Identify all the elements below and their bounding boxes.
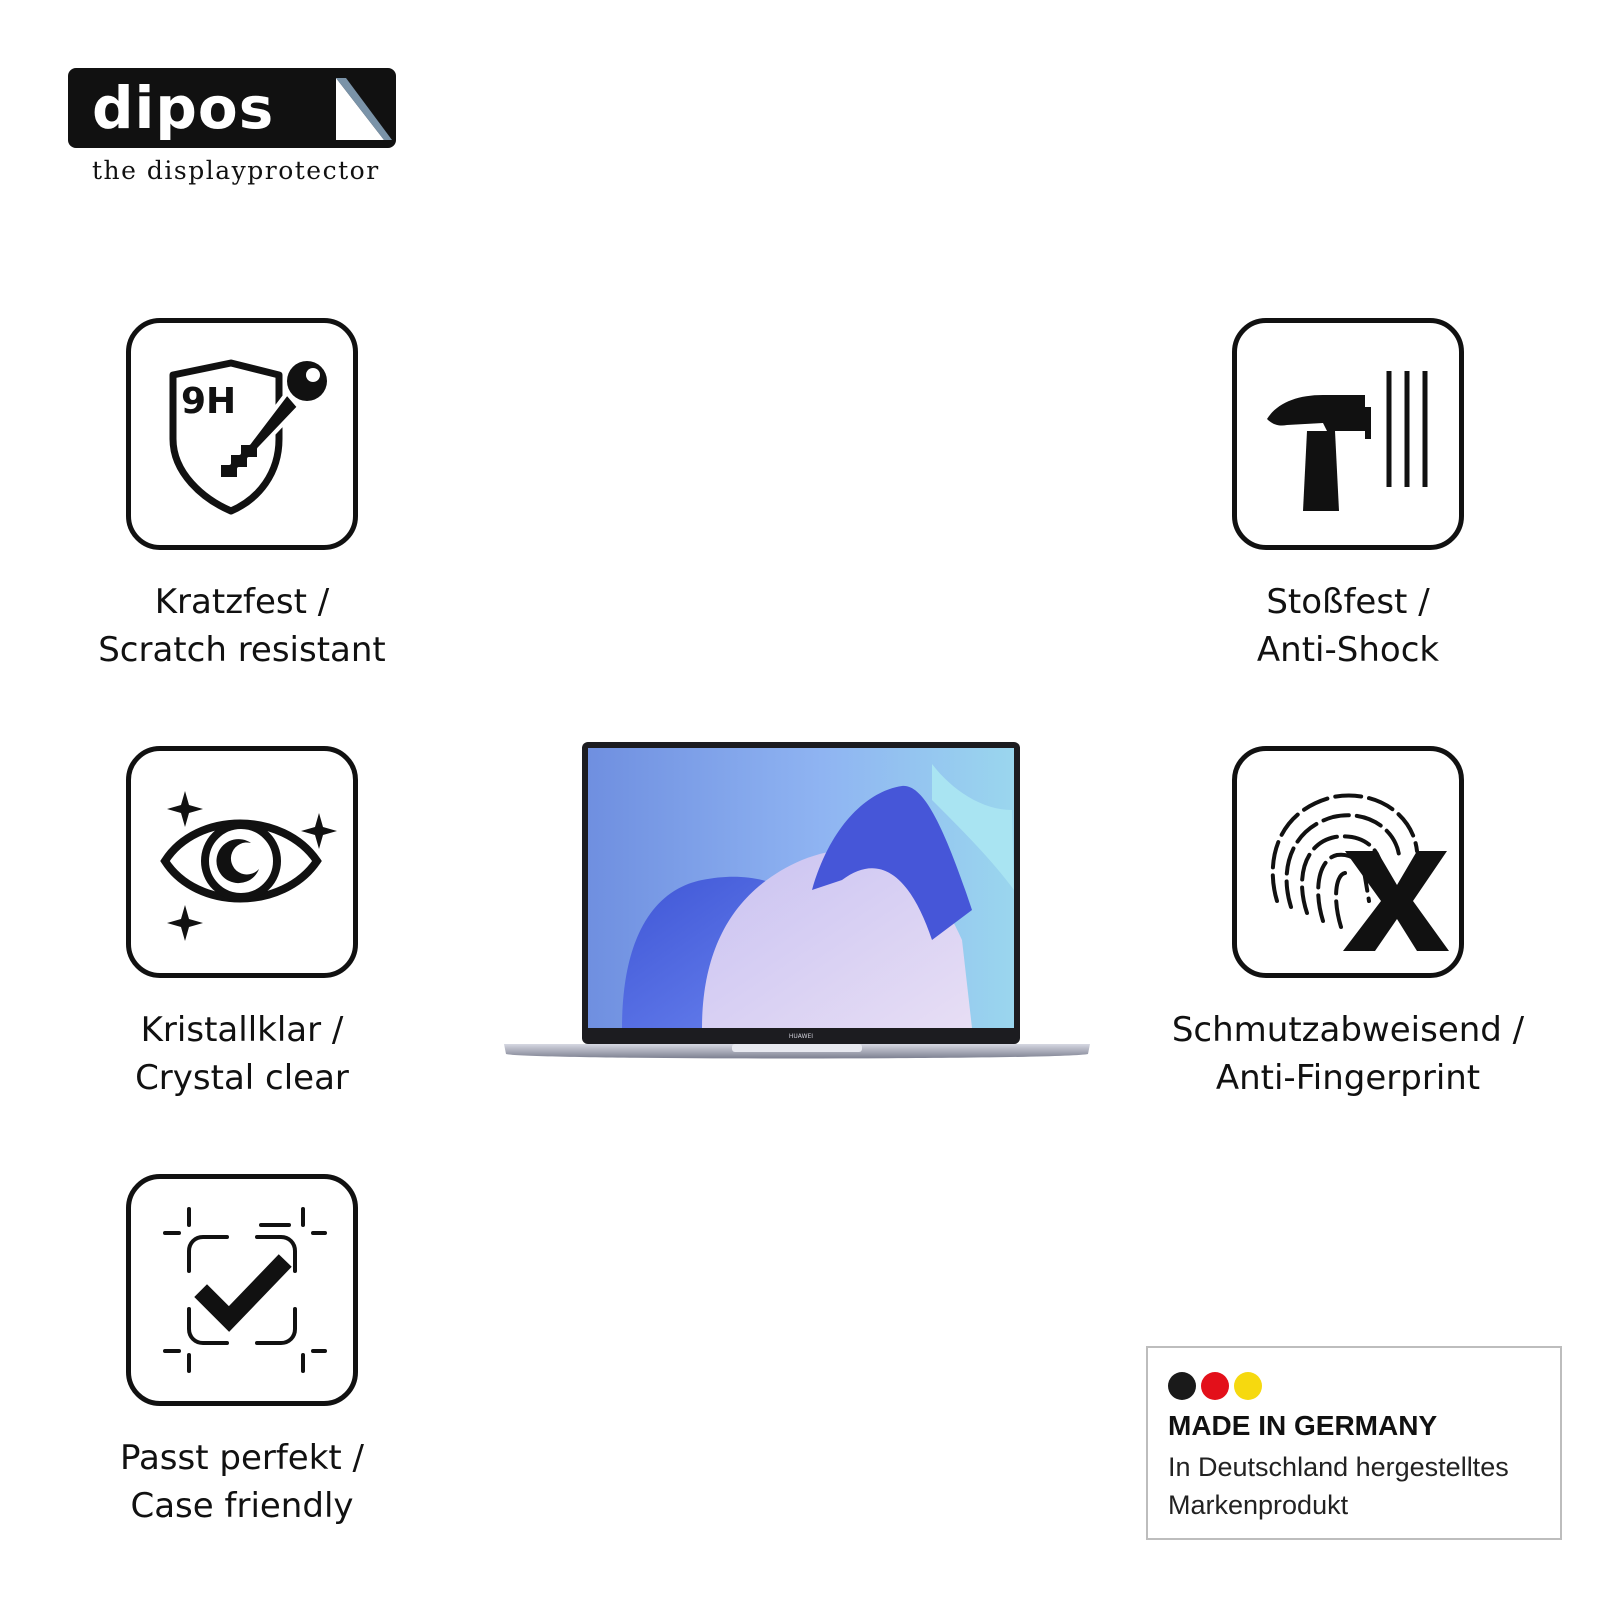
- flag-dot-black: [1168, 1372, 1196, 1400]
- feature-tile: [126, 1174, 358, 1406]
- laptop-illustration: HUAWEI: [504, 742, 1090, 1059]
- caption-de: Stoßfest /: [1266, 582, 1430, 622]
- page-fold-icon: [336, 78, 392, 140]
- german-flag-dots: [1168, 1372, 1267, 1402]
- feature-tile: [1232, 318, 1464, 550]
- logo-wordmark: dipos: [92, 74, 275, 142]
- badge-title: MADE IN GERMANY: [1168, 1410, 1438, 1441]
- badge-subtitle: In Deutschland hergestelltes Markenprodu…: [1168, 1448, 1558, 1524]
- feature-case-friendly: Passt perfekt / Case friendly: [62, 1174, 422, 1530]
- hammer-shock-icon: [1267, 371, 1428, 511]
- feature-scratch-resistant: 9H Kratzfest / Scratch resistant: [62, 318, 422, 674]
- caption-en: Scratch resistant: [98, 630, 386, 670]
- feature-anti-shock: Stoßfest / Anti-Shock: [1168, 318, 1528, 674]
- fingerprint-x-icon: [1270, 793, 1449, 951]
- caption-de: Passt perfekt /: [119, 1438, 365, 1478]
- caption-en: Anti-Fingerprint: [1215, 1058, 1481, 1098]
- feature-anti-fingerprint: Schmutzabweisend / Anti-Fingerprint: [1168, 746, 1528, 1102]
- caption-de: Schmutzabweisend /: [1171, 1010, 1525, 1050]
- feature-tile: [1232, 746, 1464, 978]
- made-in-germany-badge: MADE IN GERMANY In Deutschland hergestel…: [1146, 1346, 1562, 1540]
- feature-crystal-clear: Kristallklar / Crystal clear: [62, 746, 422, 1102]
- badge-line-2: Markenprodukt: [1168, 1490, 1349, 1520]
- brand-logo: dipos the displayprotector: [68, 68, 396, 198]
- logo-tagline: the displayprotector: [92, 156, 380, 185]
- caption-en: Case friendly: [130, 1486, 354, 1526]
- caption-en: Crystal clear: [135, 1058, 349, 1098]
- feature-tile: 9H: [126, 318, 358, 550]
- badge-line-1: In Deutschland hergestelltes: [1168, 1452, 1509, 1482]
- feature-caption: Passt perfekt / Case friendly: [62, 1434, 422, 1530]
- crystal-eye-icon: [160, 791, 337, 941]
- logo-badge: dipos: [68, 68, 396, 148]
- feature-tile: [126, 746, 358, 978]
- hardness-label: 9H: [181, 381, 236, 422]
- flag-dot-gold: [1234, 1372, 1262, 1400]
- feature-caption: Schmutzabweisend / Anti-Fingerprint: [1168, 1006, 1528, 1102]
- frame-check-icon: [163, 1207, 327, 1373]
- flag-dot-red: [1201, 1372, 1229, 1400]
- caption-en: Anti-Shock: [1256, 630, 1440, 670]
- feature-caption: Kristallklar / Crystal clear: [62, 1006, 422, 1102]
- scratch-9h-key-icon: 9H: [169, 359, 327, 515]
- feature-caption: Kratzfest / Scratch resistant: [62, 578, 422, 674]
- laptop-hinge-notch: [732, 1044, 862, 1052]
- caption-de: Kristallklar /: [140, 1010, 344, 1050]
- laptop-brand-label: HUAWEI: [789, 1033, 813, 1040]
- feature-caption: Stoßfest / Anti-Shock: [1168, 578, 1528, 674]
- caption-de: Kratzfest /: [154, 582, 330, 622]
